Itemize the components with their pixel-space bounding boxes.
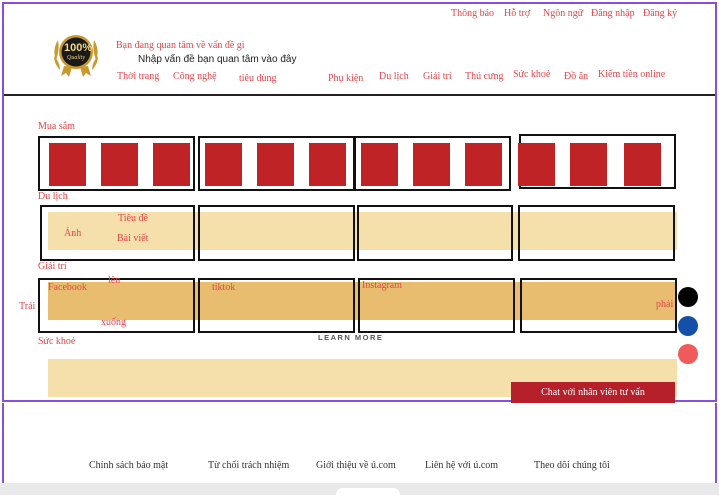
category-food[interactable]: Đồ ăn: [564, 71, 589, 82]
product-image[interactable]: [205, 143, 242, 186]
badge-text: 100%: [64, 42, 93, 54]
category-health[interactable]: Sức khoẻ: [513, 69, 551, 80]
header-divider: [4, 94, 715, 96]
product-image[interactable]: [413, 143, 450, 186]
page-frame: [2, 2, 717, 402]
travel-card-2[interactable]: [198, 205, 355, 261]
footer-contact[interactable]: Liên hệ với ú.com: [425, 460, 499, 471]
facebook-link[interactable]: Facebook: [48, 282, 87, 293]
product-image[interactable]: [570, 143, 607, 186]
product-image[interactable]: [361, 143, 398, 186]
footer-about[interactable]: Giới thiệu về ú.com: [316, 460, 396, 471]
scroll-pill[interactable]: [336, 488, 400, 502]
chat-support-button[interactable]: Chat với nhân viên tư vấn: [511, 382, 675, 403]
travel-card-3[interactable]: [357, 205, 513, 261]
top-link-register[interactable]: Đăng ký: [643, 8, 678, 19]
category-make-money[interactable]: Kiếm tiền online: [598, 69, 666, 80]
footer-privacy[interactable]: Chính sách bảo mật: [89, 460, 169, 471]
footer-disclaimer[interactable]: Từ chối trách nhiệm: [208, 460, 290, 471]
header-prompt: Bạn đang quan tâm về vấn đề gì: [116, 40, 245, 51]
badge-subtext: Quality: [67, 55, 85, 61]
category-accessories[interactable]: Phụ kiện: [328, 73, 364, 84]
carousel-left[interactable]: Trái: [19, 301, 36, 312]
travel-card-title: Tiêu đề: [118, 213, 148, 224]
social-card-instagram[interactable]: [358, 278, 515, 333]
top-link-notifications[interactable]: Thông báo: [451, 8, 495, 19]
learn-more-link[interactable]: LEARN MORE: [318, 333, 384, 342]
social-card-facebook[interactable]: [38, 278, 195, 333]
instagram-link[interactable]: Instagram: [362, 280, 402, 291]
chat-support-label: Chat với nhân viên tư vấn: [541, 387, 645, 398]
section-label-health: Sức khoẻ: [38, 336, 76, 347]
category-entertainment[interactable]: Giải trí: [423, 71, 452, 82]
footer-frame: [2, 403, 717, 495]
travel-card-4[interactable]: [518, 205, 675, 261]
category-fashion[interactable]: Thời trang: [117, 71, 160, 82]
travel-band: [48, 212, 677, 250]
section-label-shopping: Mua sắm: [38, 121, 75, 132]
category-technology[interactable]: Công nghệ: [173, 71, 217, 82]
entertainment-band: [48, 282, 677, 320]
product-image[interactable]: [465, 143, 502, 186]
top-link-login[interactable]: Đăng nhập: [591, 8, 635, 19]
float-button-red[interactable]: [678, 344, 698, 364]
footer-follow[interactable]: Theo dõi chúng tôi: [534, 460, 610, 471]
social-card-tiktok[interactable]: [198, 278, 355, 333]
travel-card-1[interactable]: [40, 205, 195, 261]
float-button-black[interactable]: [678, 287, 698, 307]
search-input[interactable]: Nhập vấn đề bạn quan tâm vào đây: [138, 54, 297, 65]
shopping-card-3[interactable]: [354, 136, 511, 191]
category-travel[interactable]: Du lịch: [379, 71, 409, 82]
carousel-right[interactable]: phải: [656, 299, 674, 310]
shopping-card-1[interactable]: [38, 136, 195, 191]
category-consumer[interactable]: tiêu dùng: [239, 73, 277, 84]
carousel-up[interactable]: lên: [108, 275, 121, 286]
product-image[interactable]: [624, 143, 661, 186]
section-label-travel: Du lịch: [38, 191, 68, 202]
travel-card-article: Bài viết: [117, 233, 149, 244]
product-image[interactable]: [309, 143, 346, 186]
travel-card-image: Ảnh: [64, 228, 82, 239]
category-pets[interactable]: Thú cưng: [465, 71, 504, 82]
top-link-language[interactable]: Ngôn ngữ: [543, 8, 584, 19]
product-image[interactable]: [257, 143, 294, 186]
product-image[interactable]: [49, 143, 86, 186]
float-button-blue[interactable]: [678, 316, 698, 336]
product-image[interactable]: [518, 143, 555, 186]
quality-badge-icon: [54, 35, 98, 77]
product-image[interactable]: [101, 143, 138, 186]
tiktok-link[interactable]: tiktok: [212, 282, 236, 293]
product-image[interactable]: [153, 143, 190, 186]
social-card-4[interactable]: [520, 278, 677, 333]
top-link-support[interactable]: Hỗ trợ: [504, 8, 531, 19]
section-label-entertainment: Giải trí: [38, 261, 67, 272]
logo-badge[interactable]: 100% Quality: [50, 30, 102, 80]
carousel-down[interactable]: xuống: [101, 317, 126, 328]
